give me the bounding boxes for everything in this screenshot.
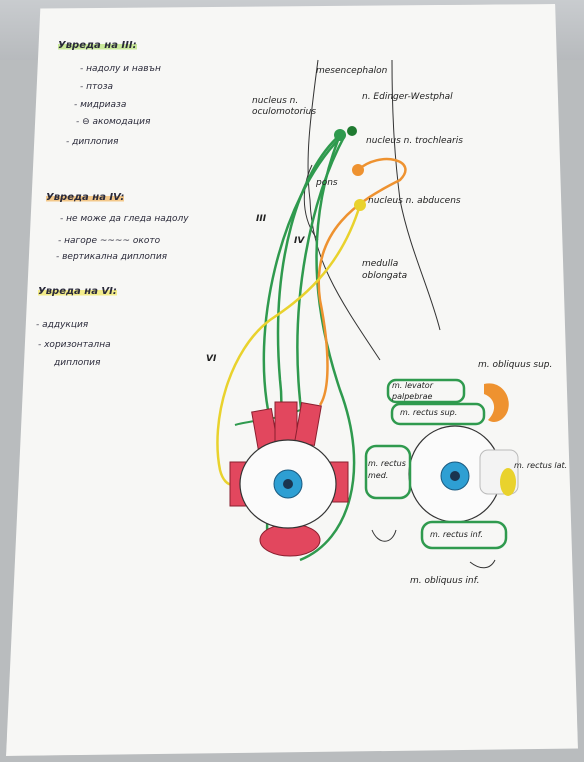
cn4-item: - нагоре ~~~~ окото <box>58 236 161 246</box>
cn4-item: - не може да гледа надолу <box>60 214 189 224</box>
label-medulla-oblongata: medulla oblongata <box>362 259 408 281</box>
cn4-item: - вертикална диплопия <box>56 252 168 262</box>
label-mesencephalon: mesencephalon <box>316 66 388 76</box>
label-pons: pons <box>316 178 338 188</box>
cn3-item: - надолу и навън <box>80 64 161 74</box>
cn4-heading: Увреда на IV: <box>46 192 125 203</box>
cn6-item: диплопия <box>54 358 101 368</box>
label-rectus-inf: m. rectus inf. <box>430 530 483 539</box>
label-nucleus-oculomotorius: nucleus n. oculomotorius <box>252 96 317 117</box>
label-edinger-westphal: n. Edinger-Westphal <box>362 92 453 102</box>
nucleus-oculomotorius-dot <box>334 129 346 141</box>
label-obliquus-sup: m. obliquus sup. <box>478 360 553 370</box>
right-eye-diagram <box>364 378 519 569</box>
label-rectus-sup: m. rectus sup. <box>400 408 458 417</box>
brainstem-outline <box>307 59 441 361</box>
label-nucleus-trochlearis: nucleus n. trochlearis <box>366 136 463 146</box>
pons-outline <box>303 164 319 241</box>
cn3-item: - птоза <box>80 82 114 92</box>
label-nerve-vi: VI <box>206 354 217 364</box>
label-nerve-iii: III <box>256 214 267 224</box>
nucleus-abducens-dot <box>354 199 366 211</box>
label-rectus-lat: m. rectus lat. <box>514 461 568 470</box>
cn3-item: - ⊖ акомодация <box>76 117 151 127</box>
nerve-iv-path <box>317 157 407 406</box>
cn3-heading: Увреда на III: <box>58 40 137 51</box>
label-obliquus-inf: m. obliquus inf. <box>410 576 480 586</box>
label-nucleus-abducens: nucleus n. abducens <box>368 196 461 206</box>
nucleus-trochlearis-dot <box>352 164 364 176</box>
cn6-item: - хоризонтална <box>38 340 111 350</box>
left-eye-diagram <box>229 401 349 557</box>
cn3-item: - мидриаза <box>74 100 127 110</box>
label-levator-palpebrae: m. levator palpebrae <box>392 381 433 401</box>
paper-sheet <box>6 4 578 756</box>
label-rectus-med: m. rectus med. <box>368 459 406 480</box>
nerve-vi-path <box>216 204 362 487</box>
nerve-iii-path-4 <box>299 139 356 562</box>
edinger-westphal-dot <box>347 126 357 136</box>
cn3-item: - диплопия <box>66 137 119 147</box>
label-nerve-iv: IV <box>294 236 305 246</box>
cn6-heading: Увреда на VI: <box>38 286 117 297</box>
cn6-item: - аддукция <box>36 320 89 330</box>
